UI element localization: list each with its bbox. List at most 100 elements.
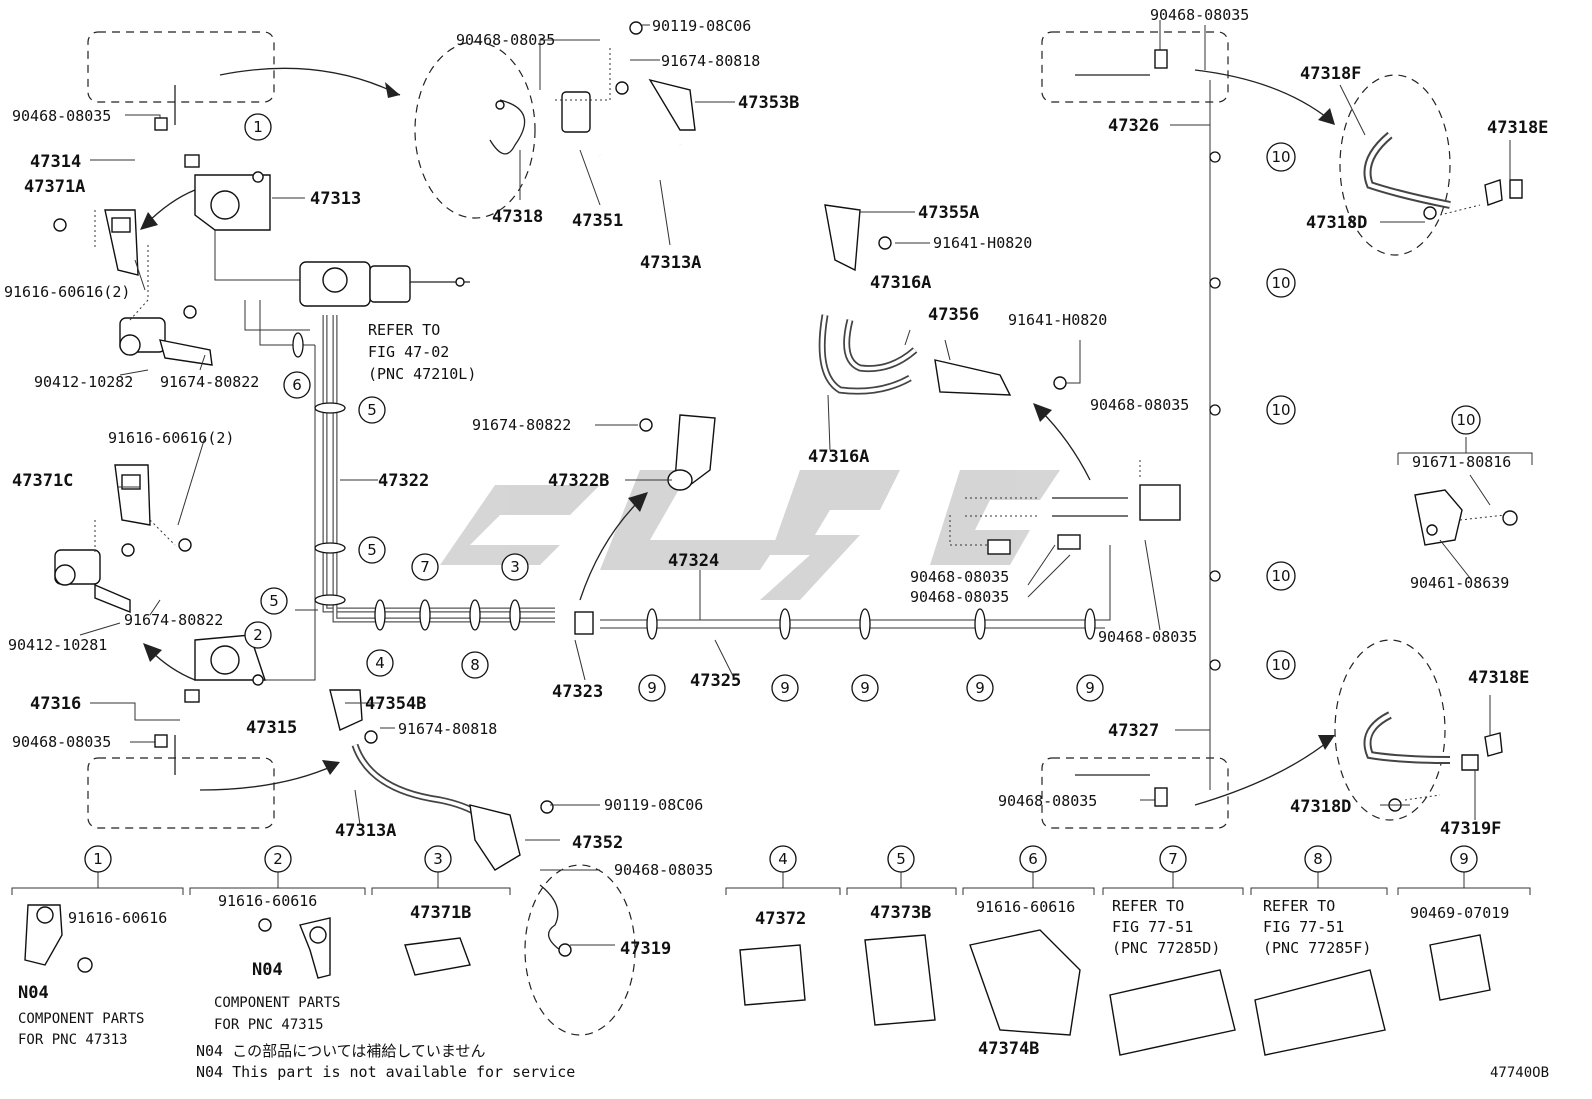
legend-4-part: 47372 (755, 909, 806, 929)
svg-text:1: 1 (253, 118, 263, 136)
label-47316A-a: 47316A (870, 273, 931, 293)
svg-text:9: 9 (975, 679, 985, 697)
detail-ellipse-right-lower (1334, 639, 1446, 821)
svg-text:8: 8 (470, 656, 480, 674)
valve-90412-10282 (119, 317, 213, 366)
legend-8-clip-icon (1254, 969, 1386, 1056)
svg-text:8: 8 (1313, 850, 1323, 868)
svg-text:9: 9 (780, 679, 790, 697)
flow-arrows (140, 67, 1335, 806)
legend-1-callout: 1 (84, 845, 112, 873)
svg-text:2: 2 (253, 626, 263, 644)
label-47355A: 47355A (918, 203, 979, 223)
label-47352: 47352 (572, 833, 623, 853)
leader-lines (79, 20, 1533, 946)
clip-47371C (114, 464, 151, 526)
callout-4-main: 4 (366, 649, 394, 677)
callout-9d: 9 (966, 674, 994, 702)
label-47356: 47356 (928, 305, 979, 325)
svg-text:7: 7 (1168, 850, 1178, 868)
svg-text:10: 10 (1271, 148, 1290, 166)
legend-7-callout: 7 (1159, 845, 1187, 873)
callout-8-main: 8 (461, 651, 489, 679)
callout-5b: 5 (358, 536, 386, 564)
callout-10e: 10 (1266, 650, 1296, 680)
clamp-markers (252, 151, 1221, 671)
svg-text:1: 1 (93, 850, 103, 868)
svg-text:5: 5 (269, 592, 279, 610)
callout-3-main: 3 (501, 553, 529, 581)
legend-2-code: N04 (252, 960, 283, 980)
label-47326: 47326 (1108, 116, 1159, 136)
label-91674-80822-a: 91674-80822 (160, 373, 259, 391)
legend-row: 1 2 3 4 5 6 7 8 9 91616-60616 N04 COMPON… (11, 845, 1549, 1081)
callout-2-main: 2 (244, 621, 272, 649)
svg-text:6: 6 (1028, 850, 1038, 868)
label-47371A: 47371A (24, 177, 85, 197)
label-91671-80816: 91671-80816 (1412, 453, 1511, 471)
part-labels: 90468-08035 47314 47371A 47313 91616-606… (4, 6, 1548, 959)
label-47323: 47323 (552, 682, 603, 702)
label-91616-60616-2a: 91616-60616(2) (4, 283, 130, 301)
detail-ellipse-lower (524, 864, 636, 1036)
legend-3-callout: 3 (424, 845, 452, 873)
label-47314: 47314 (30, 152, 81, 172)
master-cylinder (299, 261, 470, 307)
label-90119-08C06-b: 90119-08C06 (604, 796, 703, 814)
label-90461-08639: 90461-08639 (1410, 574, 1509, 592)
label-91674-80818-b: 91674-80818 (398, 720, 497, 738)
callout-9e: 9 (1076, 674, 1104, 702)
svg-text:9: 9 (1459, 850, 1469, 868)
legend-1-note1: COMPONENT PARTS (18, 1011, 144, 1027)
label-90468-08035-j: 90468-08035 (998, 792, 1097, 810)
callout-1-main: 1 (244, 113, 272, 141)
clip-47371A (104, 209, 139, 276)
callout-10b: 10 (1266, 268, 1296, 298)
callout-7-main: 7 (411, 553, 439, 581)
label-90412-10282: 90412-10282 (34, 373, 133, 391)
bracket-47315 (194, 634, 266, 686)
label-47316: 47316 (30, 694, 81, 714)
dotted-guides (94, 45, 1506, 801)
callout-10a: 10 (1266, 142, 1296, 172)
label-47354B: 47354B (365, 694, 426, 714)
callout-10d: 10 (1266, 561, 1296, 591)
legend-8-ref3: (PNC 77285F) (1263, 939, 1371, 957)
label-47313A-bot: 47313A (335, 821, 396, 841)
legend-8-ref2: FIG 77-51 (1263, 918, 1344, 936)
callout-9b: 9 (771, 674, 799, 702)
detail-box-bottom-left (87, 757, 275, 829)
label-90468-08035-e: 90468-08035 (910, 568, 1009, 586)
legend-9-clip-icon (1429, 934, 1491, 1001)
note-line-en: N04 This part is not available for servi… (196, 1063, 575, 1081)
label-90412-10281: 90412-10281 (8, 636, 107, 654)
legend-9-callout: 9 (1450, 845, 1478, 873)
label-91641-H0820-b: 91641-H0820 (1008, 311, 1107, 329)
svg-text:9: 9 (1085, 679, 1095, 697)
legend-4-clip-icon (739, 944, 806, 1006)
legend-5-callout: 5 (887, 845, 915, 873)
sensor-47319 (539, 884, 572, 957)
label-47315: 47315 (246, 718, 297, 738)
sensor-47318 (489, 99, 526, 155)
callout-10c: 10 (1266, 395, 1296, 425)
label-90468-08035-d: 90468-08035 (614, 861, 713, 879)
label-91674-80818-a: 91674-80818 (661, 52, 760, 70)
svg-text:2: 2 (273, 850, 283, 868)
label-47319F: 47319F (1440, 819, 1501, 839)
label-47316A-b: 47316A (808, 447, 869, 467)
detail-box-top-left (87, 31, 275, 103)
callout-9c: 9 (851, 674, 879, 702)
bolts (53, 21, 1518, 973)
diagram-id: 47740OB (1490, 1065, 1549, 1081)
callouts: 1 2 3 4 5 5 5 6 7 8 9 9 9 9 9 10 10 10 1… (244, 113, 1481, 702)
bracket-47313 (194, 171, 271, 231)
svg-text:9: 9 (860, 679, 870, 697)
label-47313: 47313 (310, 189, 361, 209)
svg-text:5: 5 (367, 541, 377, 559)
hose-47318-lower (1363, 711, 1503, 771)
label-47353B: 47353B (738, 93, 799, 113)
legend-3-clip-icon (404, 937, 471, 976)
svg-text:10: 10 (1271, 567, 1290, 585)
